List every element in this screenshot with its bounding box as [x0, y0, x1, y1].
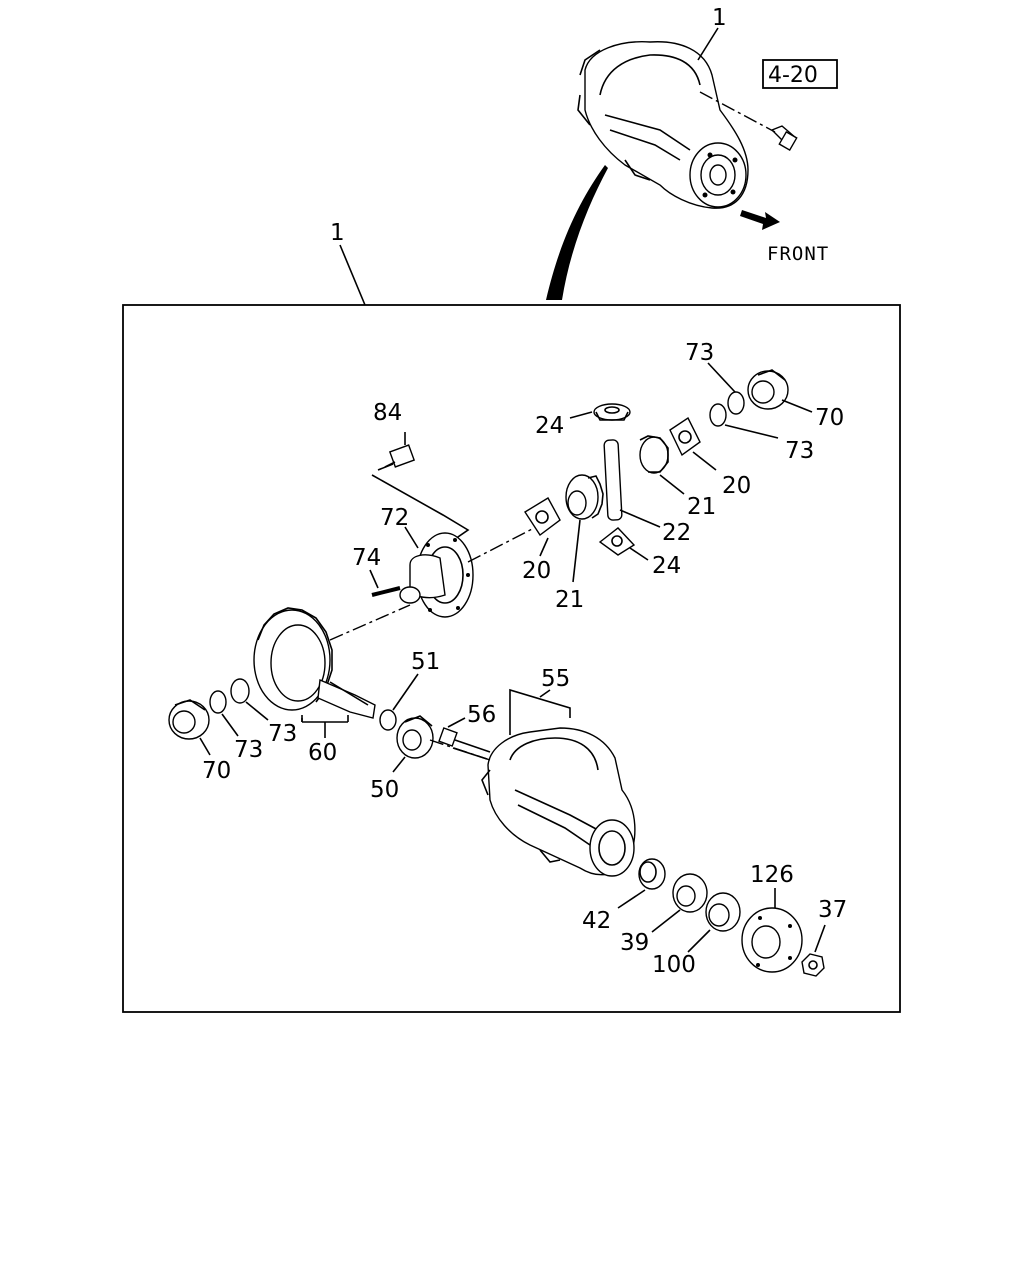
part-39-bearing: [672, 873, 708, 913]
title-callout-1: 1: [330, 220, 345, 246]
part-51-spacer: [379, 709, 397, 731]
part-60-ring-gear: [253, 607, 376, 719]
callout-60: 60: [308, 740, 337, 766]
part-56-bolt: [438, 727, 491, 760]
callout-73-left-a: 73: [234, 737, 263, 763]
part-20-right-washer: [669, 416, 701, 457]
callout-22: 22: [662, 520, 691, 546]
callout-70-left: 70: [202, 758, 231, 784]
part-126-flange: [741, 907, 803, 973]
part-21-left-gear: [565, 474, 604, 520]
part-73-left-shims: [209, 678, 250, 714]
inset-callout-1: 1: [712, 5, 727, 31]
part-20-left-washer: [524, 497, 561, 537]
part-24-bottom-pinion: [598, 527, 636, 556]
callout-73-mid: 73: [785, 438, 814, 464]
part-100-seal: [705, 892, 741, 932]
part-24-top-pinion: [593, 403, 631, 421]
callout-39: 39: [620, 930, 649, 956]
part-37-nut: [801, 953, 825, 977]
arrow-front-icon: [740, 210, 780, 230]
reference-box-text: 4-20: [768, 63, 818, 88]
top-carrier-assembly: 1 4-20 FRONT: [546, 5, 838, 300]
callout-73-left-b: 73: [268, 721, 297, 747]
callout-74: 74: [352, 545, 381, 571]
part-84-bolt: [377, 444, 416, 471]
callout-126: 126: [750, 862, 794, 888]
callout-24-top: 24: [535, 413, 564, 439]
callout-21-right: 21: [687, 494, 716, 520]
callout-42: 42: [582, 908, 611, 934]
callout-37: 37: [818, 897, 847, 923]
reference-box: [762, 59, 838, 89]
part-22-shaft: [603, 439, 623, 521]
callout-50: 50: [370, 777, 399, 803]
front-label: FRONT: [767, 243, 829, 265]
callout-21-left: 21: [555, 587, 584, 613]
part-42-spacer: [638, 858, 666, 890]
part-50-bearing: [396, 715, 434, 759]
part-70-right-bearing: [747, 369, 789, 410]
part-72-diff-case: [399, 532, 474, 618]
callout-20-left: 20: [522, 558, 551, 584]
callout-84: 84: [373, 400, 402, 426]
callout-51: 51: [411, 649, 440, 675]
part-55-carrier-housing: [481, 727, 636, 877]
callout-20-right: 20: [722, 473, 751, 499]
part-21-right-gear: [639, 435, 669, 474]
callout-72: 72: [380, 505, 409, 531]
callout-55: 55: [541, 666, 570, 692]
bolt-icon: [770, 125, 798, 152]
callout-24-bottom: 24: [652, 553, 681, 579]
part-73-right-shims: [709, 391, 745, 427]
callout-100: 100: [652, 952, 696, 978]
part-70-left-bearing: [168, 699, 210, 740]
callout-70-right: 70: [815, 405, 844, 431]
callout-56: 56: [467, 702, 496, 728]
assembly-frame: [122, 304, 901, 1013]
callout-73-top: 73: [685, 340, 714, 366]
part-74-pin: [371, 586, 401, 597]
